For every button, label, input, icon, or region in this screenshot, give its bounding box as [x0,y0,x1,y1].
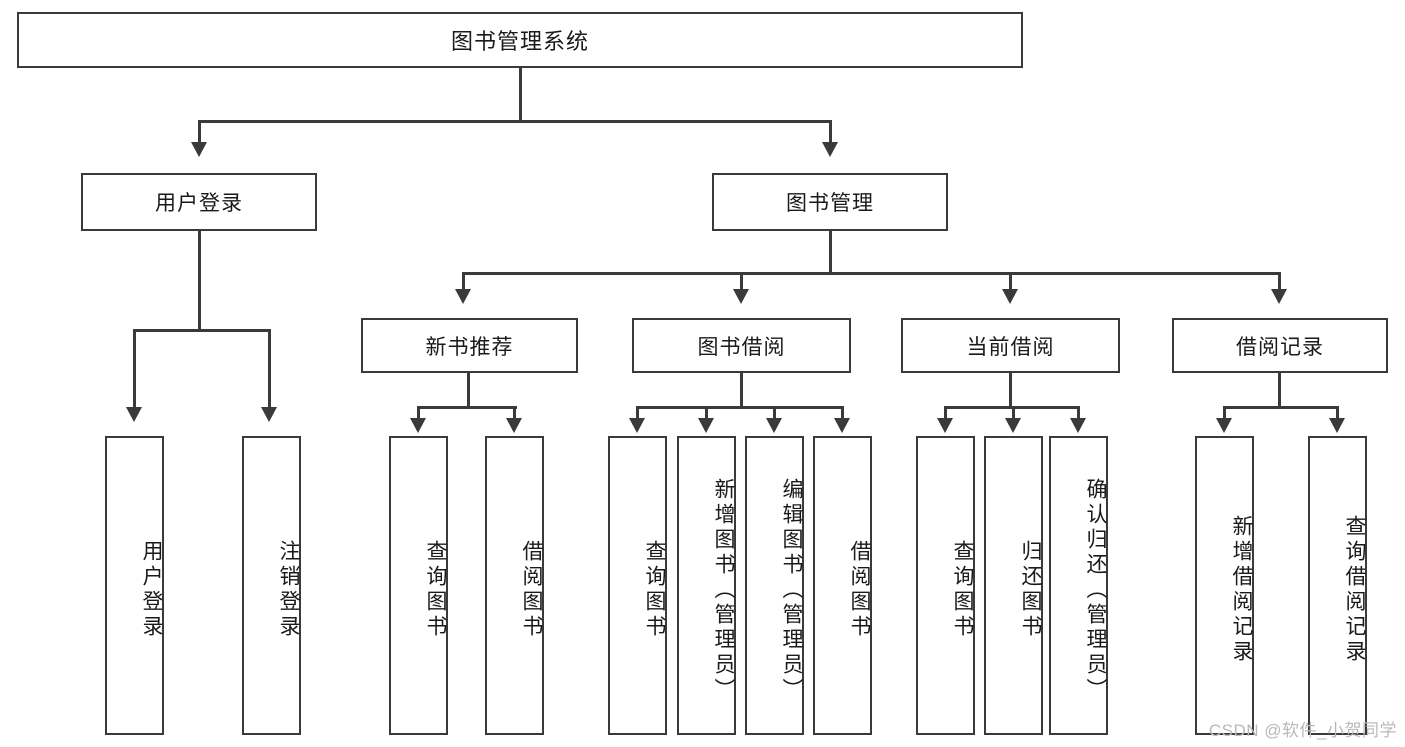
arrowhead-bm-to-new-book [455,289,471,304]
leaf-current-borrow-query-book[interactable]: 查询图书 [916,436,975,735]
arrowhead-new-book-to-leaf-1 [410,418,426,433]
connector-borrow-record-to-leaf-1 [1223,406,1226,420]
connector-root-to-book-management [829,120,832,144]
arrowhead-current-borrow-to-leaf-2 [1005,418,1021,433]
leaf-book-borrow-query-book[interactable]: 查询图书 [608,436,667,735]
leaf-current-borrow-confirm-return-admin[interactable]: 确认归还（管理员） [1049,436,1108,735]
node-label: 查询图书 [643,540,666,640]
connector-new-book-to-leaf-1 [417,406,420,420]
leaf-current-borrow-return-book[interactable]: 归还图书 [984,436,1043,735]
connector-book-management-bus [462,272,1280,275]
node-label: 图书管理系统 [450,29,589,54]
connector-user-login-bus [133,329,270,332]
connector-book-management-stem [829,231,832,274]
connector-current-borrow-to-leaf-1 [944,406,947,420]
connector-book-borrow-bus [636,406,844,409]
arrowhead-current-borrow-to-leaf-3 [1070,418,1086,433]
arrowhead-user-login-to-leaf-2 [261,407,277,422]
arrowhead-book-borrow-to-leaf-3 [766,418,782,433]
node-borrow-record[interactable]: 借阅记录 [1172,318,1388,373]
node-label: 借阅图书 [848,540,871,640]
csdn-watermark: CSDN @软件_小贺同学 [1208,721,1397,740]
node-label: 图书管理 [786,192,874,215]
arrowhead-book-borrow-to-leaf-2 [698,418,714,433]
connector-new-book-to-leaf-2 [513,406,516,420]
leaf-book-borrow-borrow-book[interactable]: 借阅图书 [813,436,872,735]
node-label: 新书推荐 [425,335,514,359]
connector-book-borrow-stem [740,373,743,408]
connector-root-to-user-login [198,120,201,144]
connector-bm-to-new-book [462,272,465,291]
arrowhead-user-login-to-leaf-1 [126,407,142,422]
leaf-book-borrow-edit-book-admin[interactable]: 编辑图书（管理员） [745,436,804,735]
connector-current-borrow-bus [944,406,1079,409]
arrowhead-bm-to-current-borrow [1002,289,1018,304]
node-label: 借阅图书 [520,540,543,640]
leaf-logout-login[interactable]: 注销登录 [242,436,301,735]
arrowhead-root-to-book-management [822,142,838,157]
connector-book-borrow-to-leaf-1 [636,406,639,420]
node-label: 确认归还（管理员） [1084,477,1107,703]
node-new-book-recommend[interactable]: 新书推荐 [361,318,578,373]
connector-borrow-record-bus [1223,406,1338,409]
node-label: 编辑图书（管理员） [780,477,803,703]
connector-book-borrow-to-leaf-2 [705,406,708,420]
connector-book-borrow-to-leaf-3 [773,406,776,420]
node-label: 当前借阅 [966,335,1055,359]
node-label: 用户登录 [155,192,243,215]
node-label: 查询图书 [951,540,974,640]
connector-current-borrow-to-leaf-2 [1012,406,1015,420]
node-user-login[interactable]: 用户登录 [81,173,317,231]
arrowhead-bm-to-book-borrow [733,289,749,304]
arrowhead-book-borrow-to-leaf-1 [629,418,645,433]
connector-current-borrow-to-leaf-3 [1077,406,1080,420]
connector-root-stem [519,68,522,122]
connector-bm-to-borrow-record [1278,272,1281,291]
node-label: 图书借阅 [697,335,786,359]
leaf-user-login[interactable]: 用户登录 [105,436,164,735]
leaf-book-borrow-add-book-admin[interactable]: 新增图书（管理员） [677,436,736,735]
arrowhead-current-borrow-to-leaf-1 [937,418,953,433]
node-label: 查询图书 [424,540,447,640]
node-root-book-management-system[interactable]: 图书管理系统 [17,12,1023,68]
connector-current-borrow-stem [1009,373,1012,408]
leaf-borrow-record-add-record[interactable]: 新增借阅记录 [1195,436,1254,735]
node-label: 新增借阅记录 [1230,515,1253,665]
connector-user-login-stem [198,231,201,331]
node-label: 注销登录 [277,540,300,640]
connector-bm-to-current-borrow [1009,272,1012,291]
arrowhead-bm-to-borrow-record [1271,289,1287,304]
arrowhead-book-borrow-to-leaf-4 [834,418,850,433]
arrowhead-borrow-record-to-leaf-1 [1216,418,1232,433]
node-label: 新增图书（管理员） [712,477,735,703]
node-label: 归还图书 [1019,540,1042,640]
arrowhead-root-to-user-login [191,142,207,157]
connector-bm-to-book-borrow [740,272,743,291]
connector-user-login-to-leaf-2 [268,329,271,409]
connector-root-bus [198,120,831,123]
node-label: 用户登录 [140,540,163,640]
arrowhead-new-book-to-leaf-2 [506,418,522,433]
connector-book-borrow-to-leaf-4 [841,406,844,420]
arrowhead-borrow-record-to-leaf-2 [1329,418,1345,433]
connector-borrow-record-stem [1278,373,1281,408]
connector-new-book-stem [467,373,470,408]
connector-user-login-to-leaf-1 [133,329,136,409]
node-book-borrow[interactable]: 图书借阅 [632,318,851,373]
node-book-management[interactable]: 图书管理 [712,173,948,231]
leaf-borrow-record-query-record[interactable]: 查询借阅记录 [1308,436,1367,735]
node-label: 借阅记录 [1236,335,1324,359]
node-current-borrow[interactable]: 当前借阅 [901,318,1120,373]
connector-borrow-record-to-leaf-2 [1336,406,1339,420]
connector-new-book-bus [417,406,517,409]
leaf-new-book-query-book[interactable]: 查询图书 [389,436,448,735]
node-label: 查询借阅记录 [1343,515,1366,665]
leaf-new-book-borrow-book[interactable]: 借阅图书 [485,436,544,735]
